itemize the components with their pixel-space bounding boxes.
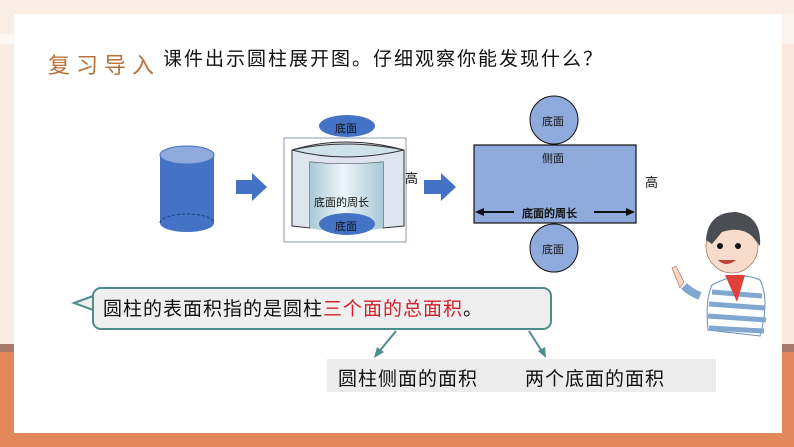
frame-band-left [0, 345, 14, 447]
unroll-top-base-label: 底面 [335, 122, 357, 135]
frame-bottom [0, 433, 794, 447]
frame-left-gap [0, 34, 14, 44]
frame-left-top [0, 14, 14, 34]
net-top-base-label: 底面 [542, 115, 564, 128]
answer-lateral-area: 圆柱侧面的面积 [338, 368, 479, 390]
bubble-text-emphasis: 三个面的总面积 [323, 298, 464, 320]
cylinder-net [473, 95, 637, 273]
bubble-text: 圆柱的表面积指的是圆柱三个面的总面积。 [103, 294, 483, 321]
unroll-bottom-base-label: 底面 [335, 220, 357, 233]
cylinder-solid [159, 145, 215, 232]
frame-accent-left [0, 344, 14, 352]
page-title: 课件出示圆柱展开图。仔细观察你能发现什么？ [163, 48, 605, 70]
net-top-circle [529, 95, 579, 145]
speech-bubble [92, 287, 552, 330]
frame-top [0, 0, 794, 14]
bubble-text-end: 。 [463, 298, 484, 320]
bubble-text-plain: 圆柱的表面积指的是圆柱 [103, 298, 324, 320]
net-height-label: 高 [645, 176, 659, 191]
arrow-right-icon [236, 173, 267, 201]
frame-right [782, 14, 794, 346]
arrow-right-icon [424, 173, 456, 201]
frame-band-right [782, 345, 794, 447]
net-circumference-label: 底面的周长 [522, 207, 577, 220]
net-side-rect [473, 144, 637, 224]
cylinder-unrolling [283, 115, 407, 243]
answer-box [327, 359, 716, 392]
net-side-label: 侧面 [542, 152, 564, 165]
net-bottom-base-label: 底面 [542, 243, 564, 256]
bubble-tail [71, 294, 94, 312]
frame-accent-right [782, 344, 794, 352]
pointer-arrows [374, 330, 546, 358]
answer-base-areas: 两个底面的面积 [525, 368, 666, 390]
frame-right-top [782, 14, 794, 44]
section-tag: 复习导入 [48, 54, 161, 79]
boy-character-illustration [671, 212, 767, 337]
unroll-circumference-label: 底面的周长 [314, 196, 369, 209]
net-bottom-circle [529, 223, 579, 273]
unroll-height-label: 高 [405, 172, 419, 187]
